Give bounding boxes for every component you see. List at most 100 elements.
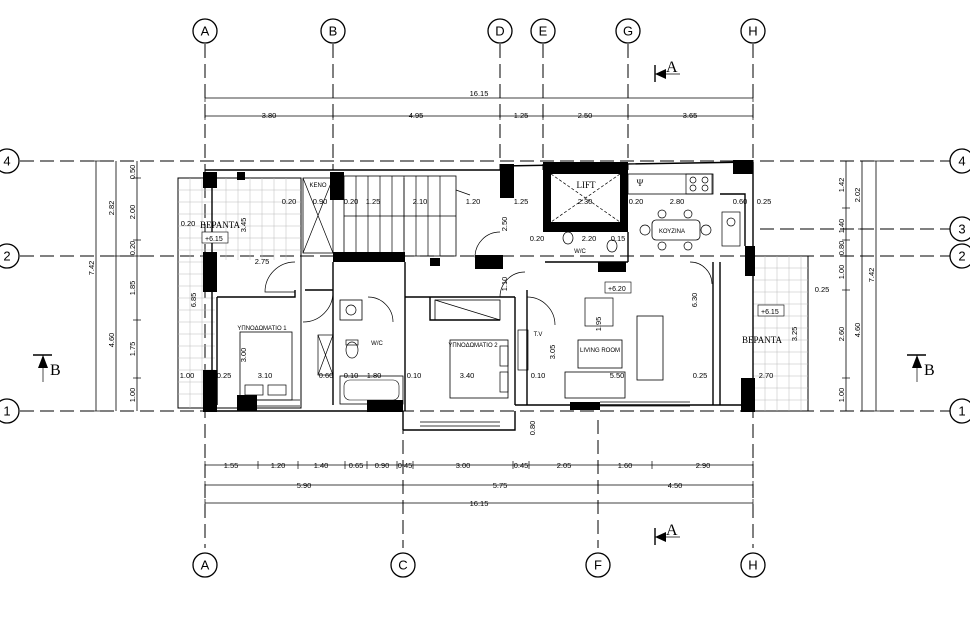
grid-bubble-1-right: 1: [949, 398, 970, 424]
grid-bubble-a-bottom: A: [192, 552, 218, 578]
svg-text:0.80: 0.80: [528, 421, 537, 436]
bedroom1-bed: [239, 331, 293, 401]
svg-text:2.82: 2.82: [107, 201, 116, 216]
level-veranda-left: +6.15: [205, 236, 223, 243]
svg-text:1.40: 1.40: [837, 219, 846, 234]
svg-text:2.02: 2.02: [853, 188, 862, 203]
label-tv: T.V: [534, 332, 543, 338]
svg-text:1.95: 1.95: [594, 317, 603, 332]
svg-text:1.20: 1.20: [271, 461, 286, 470]
grid-bubble-3-right: 3: [949, 216, 970, 242]
grid-bubbles-left: 4 2 1: [0, 148, 20, 424]
svg-text:0.20: 0.20: [344, 197, 359, 206]
dim-top-2: 4.95: [409, 111, 424, 120]
section-mark-b-right: B: [907, 354, 935, 382]
svg-text:E: E: [539, 24, 548, 39]
svg-text:3.25: 3.25: [790, 327, 799, 342]
svg-text:F: F: [594, 558, 602, 573]
grid-bubble-b-top: B: [320, 18, 346, 44]
svg-text:1.00: 1.00: [837, 388, 846, 403]
svg-text:0.25: 0.25: [815, 285, 830, 294]
svg-text:2: 2: [958, 249, 965, 264]
grid-bubble-a-top: A: [192, 18, 218, 44]
svg-text:0.60: 0.60: [733, 197, 748, 206]
svg-text:1.60: 1.60: [618, 461, 633, 470]
right-dimensions: 1.42 1.40 0.80 1.00 2.60 1.00 2.02 4.60 …: [837, 160, 880, 412]
svg-text:0.10: 0.10: [344, 371, 359, 380]
dim-top-1: 3.80: [262, 111, 277, 120]
svg-text:1.20: 1.20: [466, 197, 481, 206]
svg-text:1: 1: [3, 404, 10, 419]
svg-text:2.20: 2.20: [582, 234, 597, 243]
grid-bubble-g-top: G: [615, 18, 641, 44]
svg-text:4: 4: [958, 154, 965, 169]
right-veranda-tiles: [752, 255, 809, 412]
svg-text:2.00: 2.00: [128, 205, 137, 220]
svg-text:0.20: 0.20: [629, 197, 644, 206]
svg-text:2.70: 2.70: [759, 371, 774, 380]
svg-text:0.25: 0.25: [757, 197, 772, 206]
wardrobe: [434, 299, 501, 321]
grid-bubbles-bottom: A C F H: [192, 552, 766, 578]
grid-bubble-h-top: H: [740, 18, 766, 44]
svg-text:4.60: 4.60: [107, 333, 116, 348]
grid-bubble-2-right: 2: [949, 243, 970, 269]
svg-text:2.05: 2.05: [557, 461, 572, 470]
level-living: +6.20: [608, 286, 626, 293]
svg-text:1.75: 1.75: [128, 342, 137, 357]
grid-bubbles-top: A B D E G H: [192, 18, 766, 44]
svg-text:1.55: 1.55: [224, 461, 239, 470]
svg-text:2.75: 2.75: [255, 257, 270, 266]
svg-text:B: B: [50, 362, 61, 379]
svg-text:2.50: 2.50: [500, 217, 509, 232]
svg-text:3.45: 3.45: [239, 218, 248, 233]
svg-text:1.25: 1.25: [514, 197, 529, 206]
svg-text:H: H: [748, 558, 757, 573]
grid-bubble-1-left: 1: [0, 398, 20, 424]
grid-lines: [20, 44, 950, 548]
label-lift: LIFT: [577, 180, 597, 190]
level-veranda-right: +6.15: [761, 309, 779, 316]
svg-text:3.05: 3.05: [548, 345, 557, 360]
svg-text:5.75: 5.75: [493, 481, 508, 490]
svg-text:3.40: 3.40: [460, 371, 475, 380]
svg-text:G: G: [623, 24, 633, 39]
stair: [343, 175, 471, 257]
svg-text:A: A: [666, 59, 678, 76]
kitchen-fixtures: [627, 173, 741, 251]
dim-top-3: 1.25: [514, 111, 529, 120]
section-mark-b-left: B: [33, 354, 61, 382]
label-psi: Ψ: [637, 178, 644, 188]
svg-text:1.00: 1.00: [128, 388, 137, 403]
grid-bubble-e-top: E: [530, 18, 556, 44]
section-mark-a-top: A: [654, 59, 680, 82]
inner-dimensions: 0.20 0.90 0.20 1.25 2.10 1.20 1.25 2.30 …: [180, 197, 830, 435]
svg-text:3.00: 3.00: [239, 348, 248, 363]
living-furniture: [517, 297, 664, 399]
svg-text:5.50: 5.50: [610, 371, 625, 380]
svg-text:4.50: 4.50: [668, 481, 683, 490]
label-wc-small: W/C: [574, 249, 586, 255]
grid-bubble-f-bottom: F: [585, 552, 611, 578]
grid-bubble-d-top: D: [487, 18, 513, 44]
svg-text:4.60: 4.60: [853, 323, 862, 338]
svg-text:A: A: [201, 24, 210, 39]
grid-bubbles-right: 4 3 2 1: [949, 148, 970, 424]
svg-text:B: B: [924, 362, 935, 379]
svg-text:0.25: 0.25: [217, 371, 232, 380]
svg-text:0.80: 0.80: [837, 241, 846, 256]
section-mark-a-bottom: A: [654, 522, 680, 545]
svg-text:0.15: 0.15: [611, 234, 626, 243]
svg-text:0.10: 0.10: [407, 371, 422, 380]
svg-text:1.25: 1.25: [366, 197, 381, 206]
svg-text:3: 3: [958, 222, 965, 237]
label-kitchen: ΚΟΥΖΙΝΑ: [659, 229, 685, 235]
svg-text:A: A: [201, 558, 210, 573]
svg-text:5.90: 5.90: [297, 481, 312, 490]
svg-text:1.42: 1.42: [837, 178, 846, 193]
bottom-dimensions: 1.55 1.20 1.40 0.65 0.90 0.45 3.00 0.45 …: [204, 461, 754, 508]
grid-bubble-4-left: 4: [0, 148, 20, 174]
svg-text:1.85: 1.85: [128, 281, 137, 296]
label-living: LIVING ROOM: [580, 348, 620, 354]
